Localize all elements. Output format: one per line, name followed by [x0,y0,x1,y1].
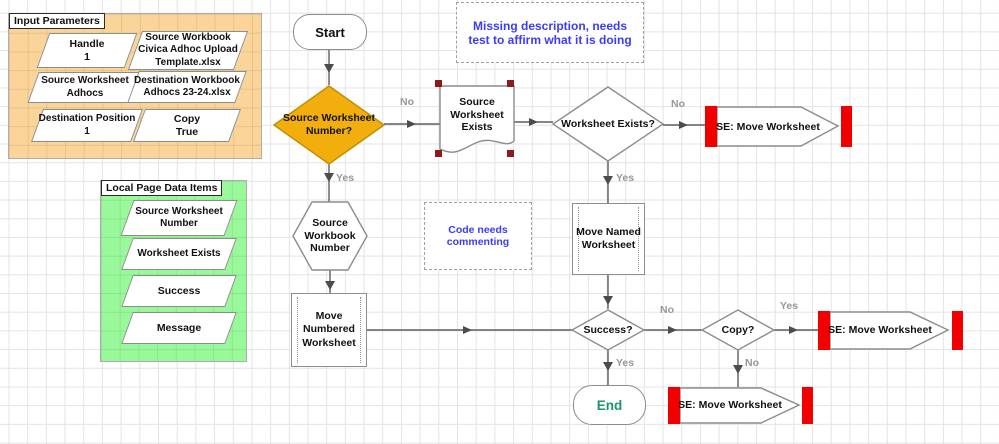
red-bar [802,387,813,424]
edge-label-no: No [671,98,685,110]
data-item-name: Success [157,284,201,297]
input-parameters-group[interactable]: Input Parameters Handle 1 Source Workboo… [8,13,262,159]
subsheet-2-label[interactable]: SE: Move Worksheet [828,324,932,337]
decision-copy[interactable] [700,309,776,351]
decision-worksheet-exists-label[interactable]: Worksheet Exists? [561,117,655,130]
edge-label-yes: Yes [780,300,799,312]
edge-label-yes: Yes [616,357,635,369]
subsheet-se-move-worksheet-1[interactable] [705,106,852,147]
data-item-source-worksheet[interactable]: Source Worksheet Adhocs [27,72,143,103]
perforation [638,207,639,271]
data-item-name: Message [156,321,202,334]
local-page-data-group[interactable]: Local Page Data Items Source Worksheet N… [100,180,247,362]
data-item-copy[interactable]: Copy True [132,109,242,142]
data-item-value: True [175,125,199,138]
data-item-source-worksheet-number[interactable]: Source Worksheet Number [120,200,238,236]
decision-copy-label[interactable]: Copy? [721,323,755,336]
perforation [297,297,298,363]
selection-handle [435,150,442,157]
decision-success-label[interactable]: Success? [583,323,633,336]
perforation [360,297,361,363]
edge-label-no: No [745,357,759,369]
page-move-numbered-worksheet[interactable]: Move Numbered Worksheet [291,293,367,367]
red-bar [952,311,963,350]
decision-worksheet-exists[interactable] [551,86,665,162]
data-item-name: Destination Workbook [134,74,240,86]
data-item-name: Source Workbook [145,32,231,44]
hexagon-source-workbook-number-label[interactable]: Source Workbook Number [304,217,356,255]
edge-label-yes: Yes [616,172,635,184]
data-item-source-workbook[interactable]: Source Workbook Civica Adhoc Upload Temp… [127,31,249,70]
data-item-value: 1 [84,50,90,63]
data-item-worksheet-exists[interactable]: Worksheet Exists [121,238,237,270]
data-item-name: Worksheet Exists [137,247,221,259]
data-item-handle[interactable]: Handle 1 [36,33,138,68]
perforation [578,207,579,271]
data-item-name: Source Worksheet Number [135,205,223,229]
arrowheads [324,64,798,374]
selection-handle [507,80,514,87]
subsheet-se-move-worksheet-3[interactable] [668,387,813,424]
page-label: Move Numbered Worksheet [302,310,356,349]
data-item-destination-workbook[interactable]: Destination Workbook Adhocs 23-24.xlsx [127,71,247,103]
data-item-name: Handle [69,37,105,50]
start-stage[interactable]: Start [293,14,367,50]
edge-label-yes: Yes [336,172,355,184]
data-item-value: Adhocs [66,87,104,99]
selection-handle [435,80,442,87]
end-stage[interactable]: End [573,385,646,425]
page-label: Move Named Worksheet [576,225,641,251]
data-item-name: Destination Position [38,113,136,125]
red-bar [818,311,830,350]
decision-source-worksheet-number-label[interactable]: Source Worksheet Number? [282,112,375,137]
subsheet-3-label[interactable]: SE: Move Worksheet [678,399,782,412]
edge-label-no: No [400,96,414,108]
hexagon-source-workbook-number[interactable] [292,201,368,271]
data-item-value: 1 [84,125,90,137]
document-source-worksheet-exists[interactable] [435,80,515,157]
data-item-name: Copy [173,112,201,125]
data-item-destination-position[interactable]: Destination Position 1 [30,109,144,142]
data-item-success[interactable]: Success [121,275,237,307]
page-move-named-worksheet[interactable]: Move Named Worksheet [572,203,645,275]
local-page-data-title: Local Page Data Items [101,180,223,196]
annotation-missing-description[interactable]: Missing description, needs test to affir… [456,2,644,63]
edge-label-no: No [660,304,674,316]
document-source-worksheet-exists-label[interactable]: Source Worksheet Exists [450,96,504,134]
red-bar [841,106,852,147]
subsheet-se-move-worksheet-2[interactable] [818,311,963,350]
red-bar [705,106,717,147]
annotation-code-needs-commenting[interactable]: Code needs commenting [424,202,532,270]
subsheet-1-label[interactable]: SE: Move Worksheet [716,120,820,133]
decision-source-worksheet-number[interactable] [272,85,386,165]
data-item-value: Adhocs 23-24.xlsx [143,87,231,98]
selection-handle [507,150,514,157]
red-bar [668,387,680,424]
input-parameters-title: Input Parameters [9,13,105,29]
decision-success[interactable] [570,309,646,351]
data-item-value: Civica Adhoc Upload Template.xlsx [138,44,238,68]
data-item-message[interactable]: Message [121,312,237,344]
data-item-name: Source Worksheet [41,75,129,87]
